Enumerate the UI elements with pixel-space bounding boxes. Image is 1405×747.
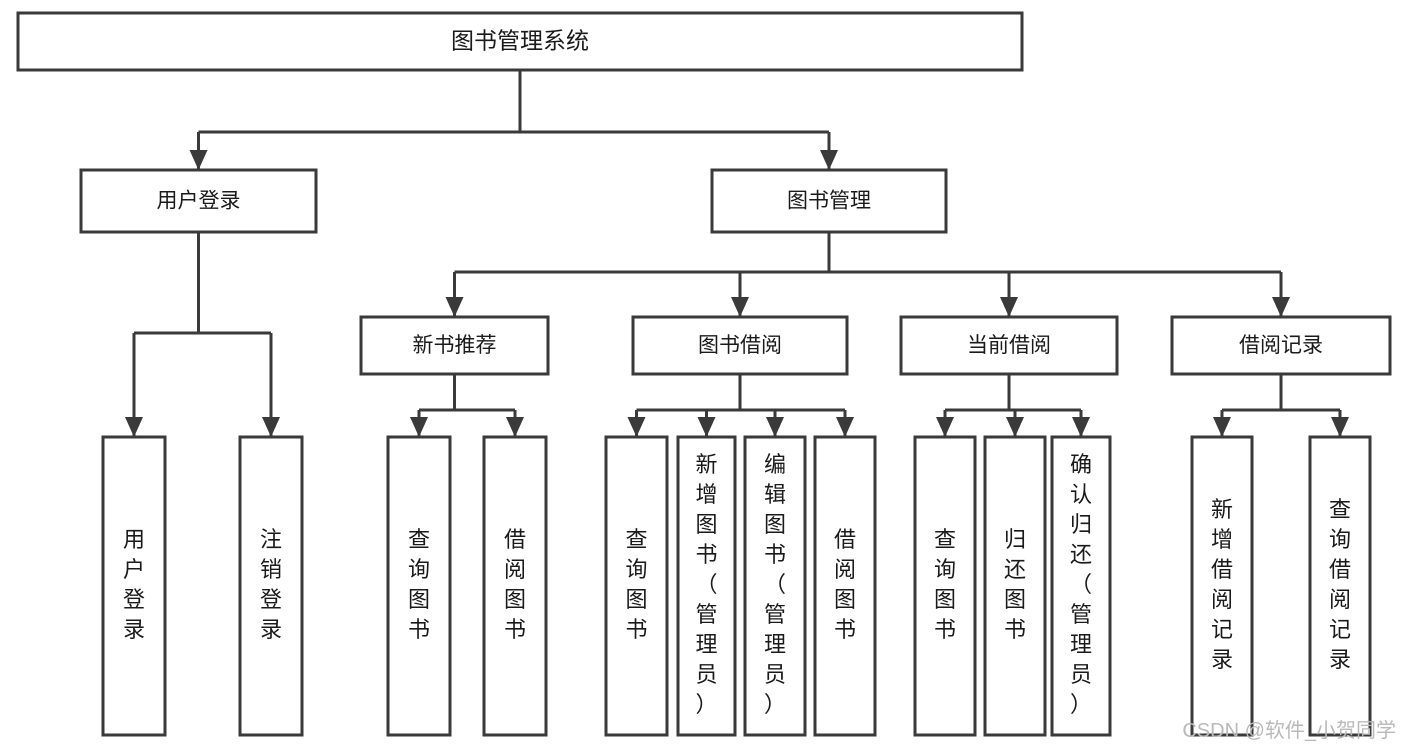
leaf-label: 查询图书	[934, 527, 956, 642]
leaf-label: 查询图书	[625, 527, 647, 642]
leaf-label: 注销登录	[260, 527, 282, 642]
leaf-node-编辑图书管理员[interactable]: 编辑图书（管理员）	[743, 435, 807, 737]
node-box	[913, 435, 977, 737]
node-root-图书管理系统[interactable]: 图书管理系统	[16, 11, 1024, 72]
connector-book-mgmt-arrow-2	[1000, 297, 1018, 317]
connector-图书借阅-arrow-0	[627, 417, 646, 437]
leaf-node-借阅图书[interactable]: 借阅图书	[482, 435, 548, 737]
leaf-label: 新增图书（管理员）	[695, 452, 717, 717]
node-box	[386, 435, 452, 737]
leaf-label: 借阅图书	[504, 527, 526, 642]
connector-图书借阅-arrow-1	[697, 417, 716, 437]
node-box	[79, 168, 318, 234]
node-box	[604, 435, 669, 737]
node-level2-图书管理[interactable]: 图书管理	[710, 168, 948, 234]
leaf-label: 借阅图书	[834, 527, 856, 642]
node-level3-当前借阅[interactable]: 当前借阅	[899, 315, 1119, 376]
node-layer: 图书管理系统用户登录图书管理新书推荐图书借阅当前借阅借阅记录用户登录注销登录查询…	[16, 11, 1392, 737]
node-label: 新书推荐	[413, 334, 497, 357]
node-box	[16, 11, 1024, 72]
leaf-node-新增借阅记录[interactable]: 新增借阅记录	[1190, 435, 1254, 737]
leaf-label: 用户登录	[123, 527, 145, 642]
connector-user-login-arrow-1	[262, 417, 280, 437]
node-box	[899, 315, 1119, 376]
leaf-node-查询图书[interactable]: 查询图书	[913, 435, 977, 737]
connector-图书借阅-arrow-3	[836, 417, 854, 437]
node-box	[482, 435, 548, 737]
connector-user-login-arrow-0	[125, 417, 143, 437]
connector-当前借阅-arrow-0	[936, 417, 954, 437]
node-level2-用户登录[interactable]: 用户登录	[79, 168, 318, 234]
node-box	[238, 435, 304, 737]
connector-新书推荐-arrow-1	[506, 417, 524, 437]
connector-图书借阅-arrow-2	[766, 417, 784, 437]
node-box	[359, 315, 550, 376]
leaf-label: 确认归还（管理员）	[1070, 452, 1092, 717]
node-box	[676, 435, 737, 737]
leaf-label: 查询借阅记录	[1329, 497, 1351, 672]
connector-book-mgmt-arrow-1	[731, 297, 749, 317]
connector-借阅记录-arrow-0	[1213, 417, 1231, 437]
node-box	[1050, 435, 1112, 737]
node-box	[743, 435, 807, 737]
node-box	[983, 435, 1047, 737]
connector-root-arrow-0	[189, 150, 208, 170]
connector-root-arrow-1	[820, 150, 838, 170]
node-label: 用户登录	[157, 190, 241, 213]
leaf-label: 查询图书	[408, 527, 430, 642]
node-level3-图书借阅[interactable]: 图书借阅	[631, 315, 849, 376]
connector-当前借阅-arrow-1	[1006, 417, 1024, 437]
leaf-node-查询借阅记录[interactable]: 查询借阅记录	[1308, 435, 1372, 737]
leaf-node-查询图书[interactable]: 查询图书	[386, 435, 452, 737]
leaf-node-归还图书[interactable]: 归还图书	[983, 435, 1047, 737]
connector-新书推荐-arrow-0	[410, 417, 428, 437]
leaf-node-查询图书[interactable]: 查询图书	[604, 435, 669, 737]
leaf-node-注销登录[interactable]: 注销登录	[238, 435, 304, 737]
node-box	[1170, 315, 1392, 376]
node-box	[1190, 435, 1254, 737]
leaf-node-确认归还管理员[interactable]: 确认归还（管理员）	[1050, 435, 1112, 737]
connector-当前借阅-arrow-2	[1072, 417, 1090, 437]
leaf-label: 编辑图书（管理员）	[764, 452, 786, 717]
node-box	[1308, 435, 1372, 737]
node-box	[631, 315, 849, 376]
leaf-node-用户登录[interactable]: 用户登录	[101, 435, 167, 737]
connector-layer	[125, 70, 1349, 437]
node-label: 当前借阅	[967, 334, 1051, 357]
node-box	[710, 168, 948, 234]
node-label: 借阅记录	[1239, 334, 1323, 357]
leaf-label: 新增借阅记录	[1211, 497, 1233, 672]
leaf-node-新增图书管理员[interactable]: 新增图书（管理员）	[676, 435, 737, 737]
node-level3-借阅记录[interactable]: 借阅记录	[1170, 315, 1392, 376]
node-level3-新书推荐[interactable]: 新书推荐	[359, 315, 550, 376]
leaf-label: 归还图书	[1004, 527, 1026, 642]
connector-借阅记录-arrow-1	[1331, 417, 1349, 437]
connector-book-mgmt-arrow-3	[1272, 297, 1290, 317]
node-box	[101, 435, 167, 737]
connector-book-mgmt-arrow-0	[445, 297, 464, 317]
node-label: 图书借阅	[698, 334, 782, 357]
node-label: 图书管理	[787, 190, 871, 213]
leaf-node-借阅图书[interactable]: 借阅图书	[813, 435, 877, 737]
node-label: 图书管理系统	[451, 28, 589, 54]
node-box	[813, 435, 877, 737]
csdn-watermark: CSDN @软件_小贺同学	[1182, 719, 1396, 742]
